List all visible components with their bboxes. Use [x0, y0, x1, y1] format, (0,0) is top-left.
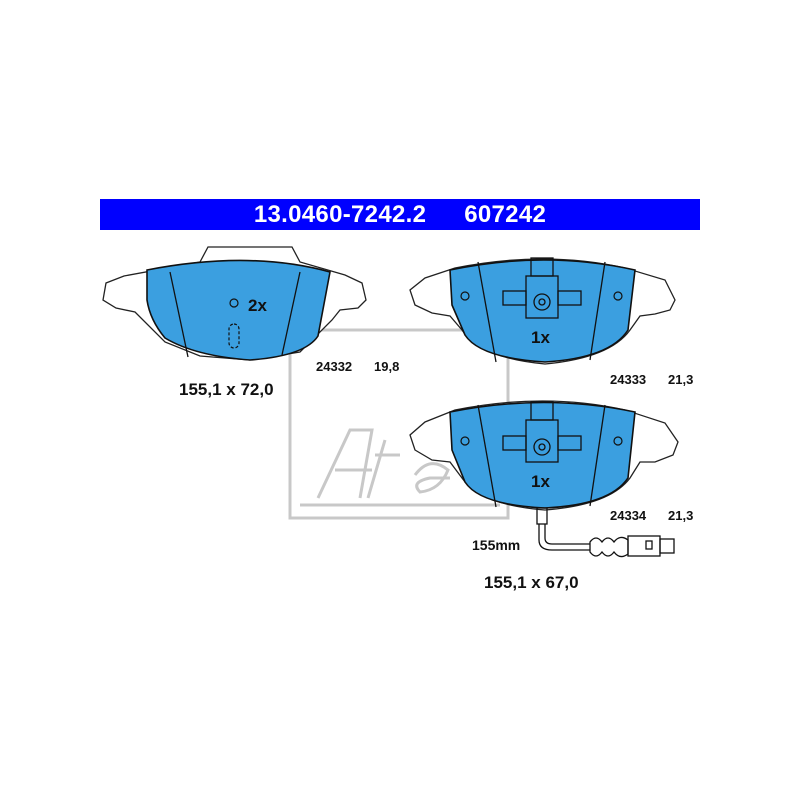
pad-left-code: 24332 — [316, 359, 353, 374]
brake-pad-right-bottom — [409, 400, 679, 558]
wear-clip-right-top — [502, 257, 582, 319]
pad-right-top-quantity: 1x — [531, 328, 550, 347]
sensor-wire-length: 155mm — [472, 537, 521, 553]
friction-material-right-top — [449, 259, 636, 363]
ate-watermark — [288, 328, 510, 520]
pad-right-bottom-code: 24334 — [610, 508, 647, 523]
pad-left-thickness: 19,8 — [374, 359, 400, 374]
pad-left-quantity: 2x — [248, 296, 267, 315]
brake-pad-left — [102, 246, 367, 361]
article-number: 607242 — [464, 200, 547, 228]
wear-clip-right-bottom — [502, 401, 582, 463]
wear-sensor-cable — [536, 507, 675, 558]
part-number: 13.0460-7242.2 — [253, 200, 427, 228]
dimension-right: 155,1 x 67,0 — [484, 573, 579, 592]
pad-right-bottom-thickness: 21,3 — [668, 508, 694, 523]
header-bar: 13.0460-7242.2 607242 — [100, 199, 700, 230]
pad-right-top-code: 24333 — [610, 372, 647, 387]
pad-right-top-thickness: 21,3 — [668, 372, 694, 387]
friction-material-left — [146, 259, 331, 361]
brake-pad-right-top — [409, 257, 676, 365]
dimension-left: 155,1 x 72,0 — [179, 380, 274, 399]
pad-right-bottom-quantity: 1x — [531, 472, 550, 491]
